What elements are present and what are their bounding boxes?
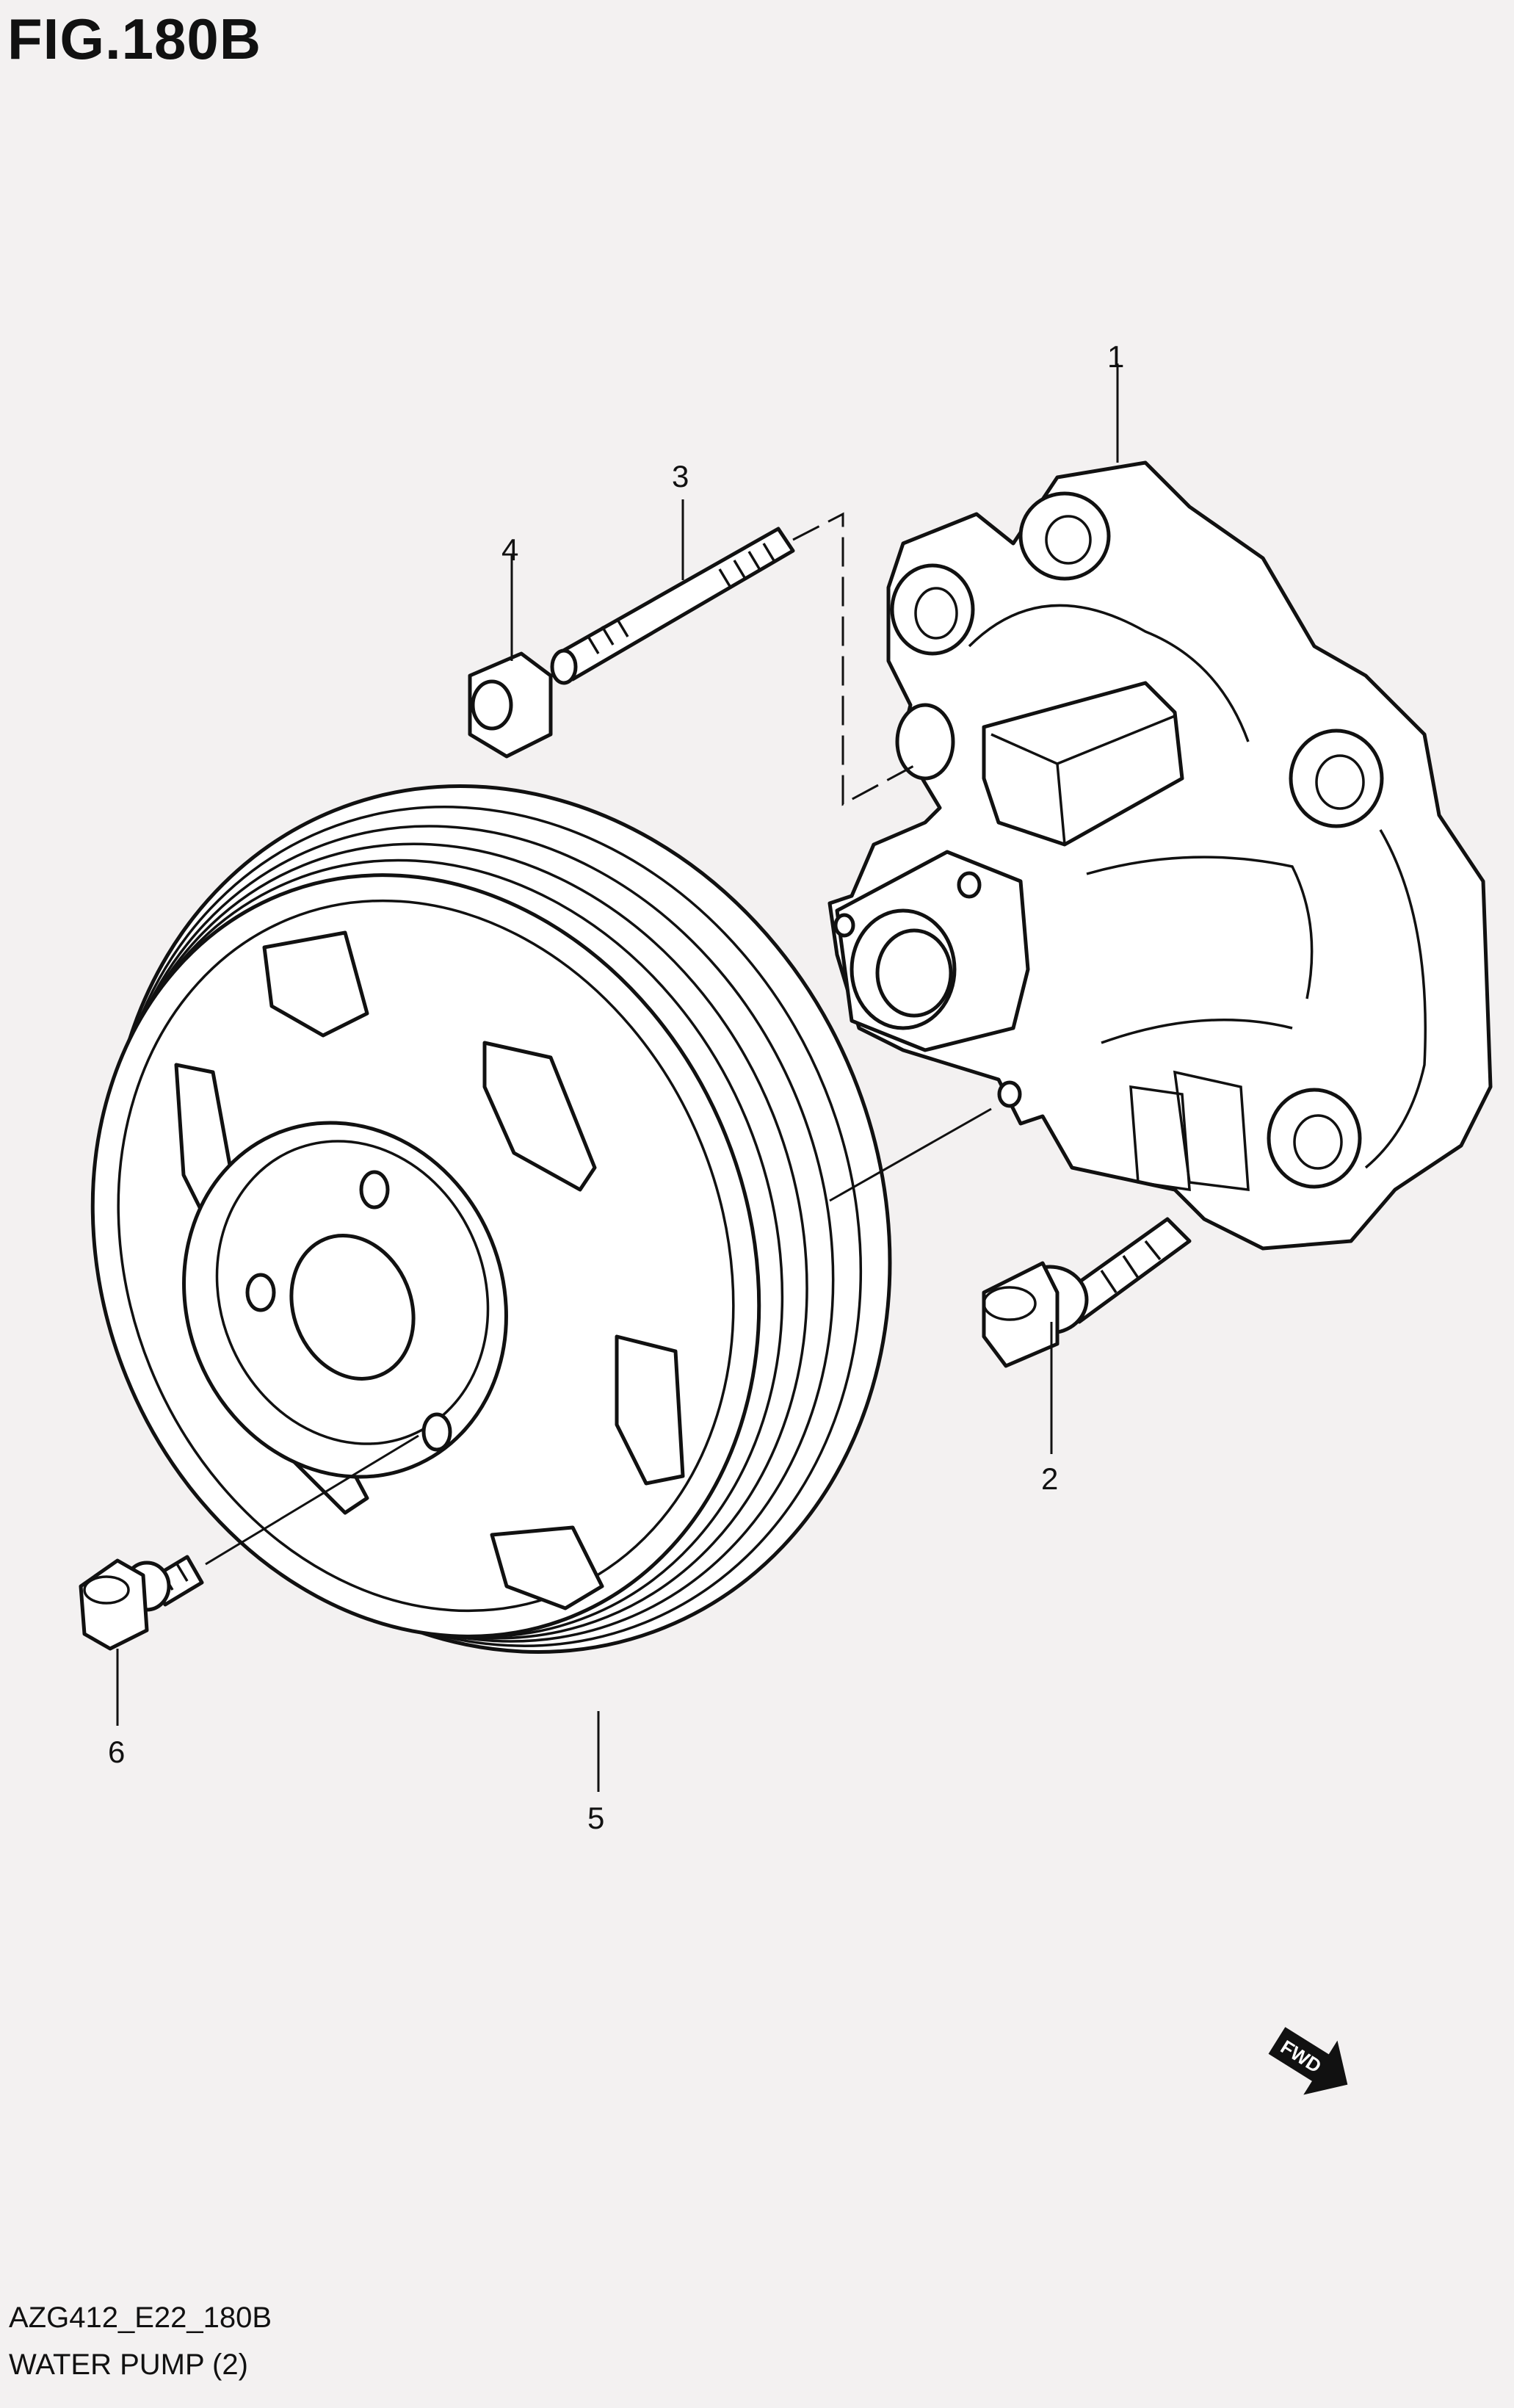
water-pump-part-1 — [827, 460, 1493, 1251]
diagram-caption: WATER PUMP (2) — [9, 2349, 248, 2381]
callout-5: 5 — [587, 1801, 605, 1835]
callout-4: 4 — [501, 532, 519, 567]
callout-2: 2 — [1041, 1461, 1059, 1496]
figure-title: FIG.180B — [7, 7, 262, 71]
callout-3: 3 — [672, 459, 689, 493]
leader-lines — [116, 364, 1119, 1792]
pulley-part-5 — [90, 784, 892, 1654]
nut-part-4 — [468, 651, 553, 759]
bolt-part-6 — [79, 1555, 204, 1651]
stud-part-3 — [550, 527, 795, 685]
callout-6: 6 — [108, 1735, 126, 1769]
fwd-arrow-icon: FWD — [1268, 2027, 1348, 2095]
callout-1: 1 — [1107, 339, 1125, 374]
bolt-part-2 — [982, 1217, 1192, 1368]
diagram-code: AZG412_E22_180B — [9, 2302, 272, 2334]
